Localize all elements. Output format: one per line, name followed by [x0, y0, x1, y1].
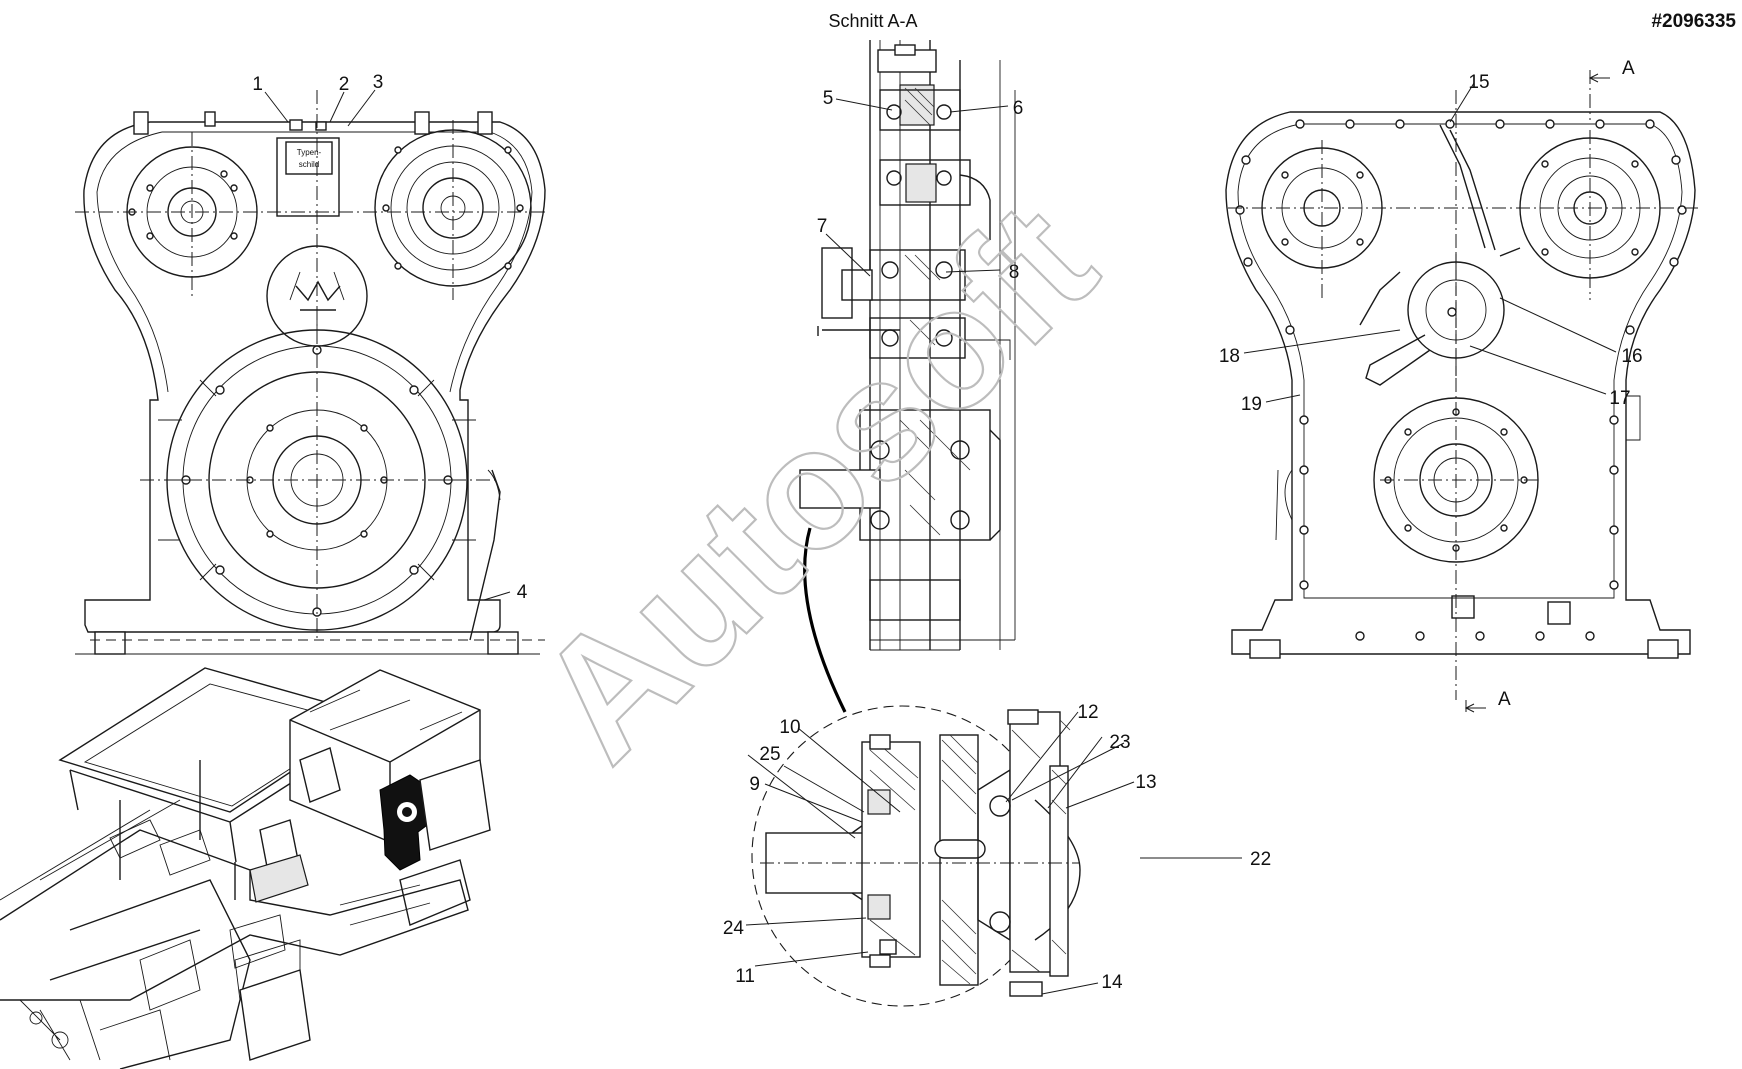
- section-marker-bottom-label: A: [1498, 689, 1511, 710]
- section-marker-top: A: [1588, 58, 1635, 83]
- callout-12: 12: [1077, 702, 1098, 723]
- callout-17: 17: [1609, 388, 1630, 409]
- callout-10: 10: [779, 717, 800, 738]
- callout-15: 15: [1468, 72, 1489, 93]
- callout-18: 18: [1219, 346, 1240, 367]
- callout-19: 19: [1241, 394, 1262, 415]
- section-marker-bottom: A: [1464, 689, 1511, 713]
- callout-1: 1: [252, 74, 263, 95]
- callout-13: 13: [1135, 772, 1156, 793]
- section-marker-top-label: A: [1622, 58, 1635, 79]
- document-number: #2096335: [1651, 11, 1736, 32]
- detail-connector-curve: [803, 527, 847, 713]
- gearbox-rear-view: [1225, 70, 1700, 700]
- watermark-text: Autosoft: [502, 168, 1130, 796]
- section-title: Schnitt A-A: [828, 11, 917, 31]
- callout-7: 7: [817, 216, 828, 237]
- type-plate-line1: Typen-: [297, 148, 322, 157]
- detail-view: [751, 705, 1081, 1007]
- callout-3: 3: [373, 72, 384, 93]
- callout-2: 2: [339, 74, 350, 95]
- machine-isometric-view: [0, 667, 491, 1069]
- gearbox-front-view: Typen- schild: [75, 90, 546, 655]
- section-a-a-view: [799, 40, 1016, 651]
- callout-11: 11: [735, 966, 755, 987]
- callout-25: 25: [759, 744, 780, 765]
- callout-6: 6: [1013, 98, 1024, 119]
- callout-labels: 1 2 3 4 5 6 7 8 9 10 11 12 13 14 15 16 1…: [252, 72, 1642, 993]
- callout-8: 8: [1009, 262, 1020, 283]
- callout-9: 9: [749, 774, 760, 795]
- callout-16: 16: [1621, 346, 1642, 367]
- callout-14: 14: [1101, 972, 1123, 993]
- leader-lines: [264, 82, 1617, 995]
- callout-4: 4: [517, 582, 528, 603]
- type-plate-line2: schild: [299, 160, 319, 169]
- callout-22: 22: [1250, 849, 1271, 870]
- callout-23: 23: [1109, 732, 1130, 753]
- callout-24: 24: [723, 918, 745, 939]
- callout-5: 5: [823, 88, 834, 109]
